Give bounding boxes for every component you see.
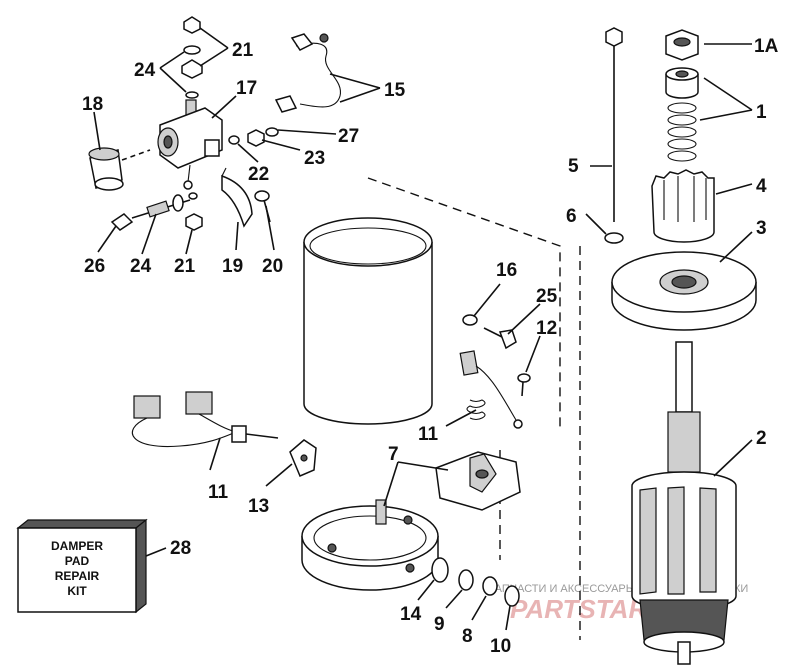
callout-20: 20 — [262, 256, 283, 277]
screw-12 — [517, 373, 531, 397]
washer-14 — [431, 557, 449, 583]
callout-1: 1 — [756, 102, 767, 123]
brush-lead-11-upper — [459, 350, 523, 429]
callout-19: 19 — [222, 256, 243, 277]
washer-stack — [431, 557, 520, 607]
washer-6 — [604, 232, 624, 244]
callout-13: 13 — [248, 496, 269, 517]
spring-1 — [667, 102, 697, 162]
brush-hardware — [459, 314, 531, 429]
nut-21-bottom — [185, 213, 203, 231]
terminal-bracket-13 — [289, 439, 317, 477]
rubber-boot-18 — [88, 147, 124, 191]
callout-8: 8 — [462, 626, 473, 647]
end-cap — [301, 499, 439, 591]
washer-16 — [462, 314, 478, 326]
callout-6: 6 — [566, 206, 577, 227]
pinion-4 — [651, 169, 715, 243]
screw-25 — [483, 327, 517, 350]
washer-24-top — [183, 45, 201, 55]
solenoid-17 — [157, 99, 223, 190]
callout-18: 18 — [82, 94, 103, 115]
callout-27: 27 — [338, 126, 359, 147]
callout-17: 17 — [236, 78, 257, 99]
armature-2 — [631, 341, 737, 665]
callout-11-upper: 11 — [418, 424, 439, 445]
bracket-19 — [221, 167, 253, 228]
callout-4: 4 — [756, 176, 767, 197]
callout-21-lower: 21 — [174, 256, 196, 277]
callout-5: 5 — [568, 156, 579, 177]
damper-pad-repair-kit: DAMPER PAD REPAIR KIT — [16, 518, 148, 614]
callout-23: 23 — [304, 148, 325, 169]
washer-9 — [458, 569, 474, 591]
nut-21-mid — [181, 59, 203, 79]
callout-7: 7 — [388, 444, 399, 465]
lockwasher-27 — [265, 127, 279, 137]
callout-21: 21 — [232, 40, 254, 61]
callout-24: 24 — [134, 60, 156, 81]
washer-8 — [482, 576, 498, 596]
callout-9: 9 — [434, 614, 445, 635]
through-bolt-5 — [605, 27, 623, 222]
callout-16: 16 — [496, 260, 517, 281]
callout-28: 28 — [170, 538, 191, 559]
callout-10: 10 — [490, 636, 511, 657]
frame-housing — [303, 217, 433, 425]
callout-24-lower: 24 — [130, 256, 152, 277]
callout-22: 22 — [248, 164, 269, 185]
leader-lines — [93, 27, 753, 631]
solenoid-group — [88, 16, 223, 191]
terminal-hardware — [228, 127, 279, 147]
callout-25: 25 — [536, 286, 558, 307]
brush-lead-11-lower — [131, 391, 279, 448]
nut-21-top — [183, 16, 201, 34]
drive-end-cap-3 — [611, 251, 757, 331]
kit-line-2: PAD — [65, 554, 90, 568]
brush-holder-7 — [435, 451, 521, 511]
terminal-stud-group — [110, 192, 203, 231]
callout-14: 14 — [400, 604, 422, 625]
washer-22 — [228, 135, 240, 145]
callout-3: 3 — [756, 218, 767, 239]
washer-small-top — [185, 91, 199, 99]
kit-line-1: DAMPER — [51, 539, 103, 553]
callout-12: 12 — [536, 318, 557, 339]
cable-15 — [274, 33, 341, 113]
callout-1a: 1A — [754, 36, 779, 57]
kit-line-3: REPAIR — [55, 569, 100, 583]
kit-line-4: KIT — [67, 584, 87, 598]
terminal-26 — [110, 213, 134, 231]
nut-23 — [247, 129, 265, 147]
callout-26: 26 — [84, 256, 105, 277]
callout-2: 2 — [756, 428, 767, 449]
callout-15: 15 — [384, 80, 406, 101]
drive-spacer-1 — [665, 67, 699, 99]
washer-10 — [504, 585, 520, 607]
callouts: 21 24 17 18 15 27 23 22 26 24 21 19 20 1… — [82, 36, 779, 657]
drive-nut-1a — [665, 29, 699, 61]
callout-11-lower: 11 — [208, 482, 229, 503]
